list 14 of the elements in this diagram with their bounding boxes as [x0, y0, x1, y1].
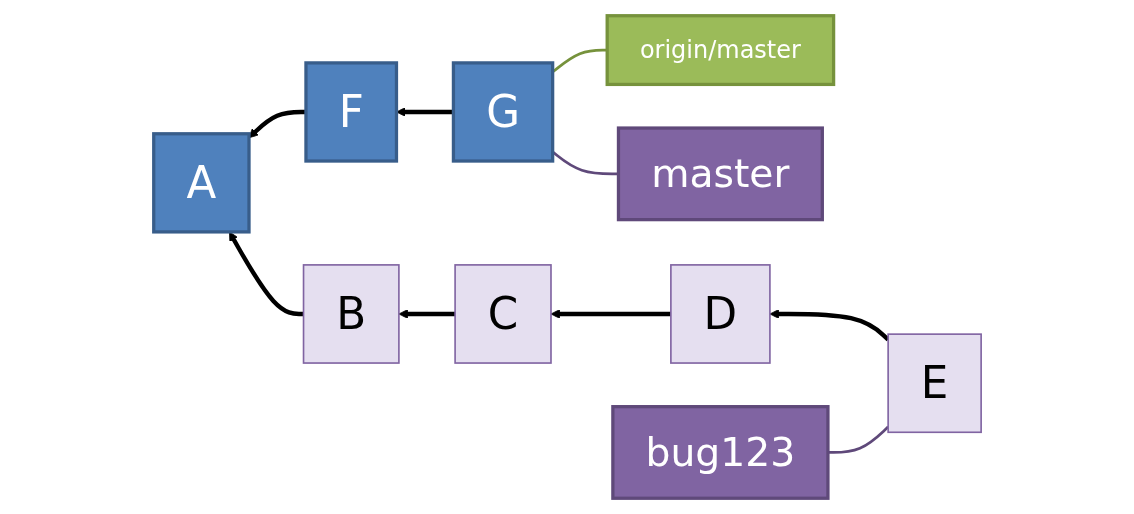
node-box: origin/master [605, 14, 835, 87]
node-box: F [303, 61, 398, 163]
node-box: B [302, 264, 400, 364]
node-box: A [151, 132, 251, 234]
node-box: bug123 [610, 405, 830, 500]
arrow [395, 107, 453, 117]
arrow [550, 309, 671, 319]
arrow [398, 309, 455, 319]
node-box: E [886, 333, 982, 434]
node-box: D [669, 264, 771, 364]
node-box: G [451, 61, 554, 163]
node-box: master [616, 126, 824, 222]
node-box: C [453, 264, 552, 364]
arrow [228, 231, 304, 317]
